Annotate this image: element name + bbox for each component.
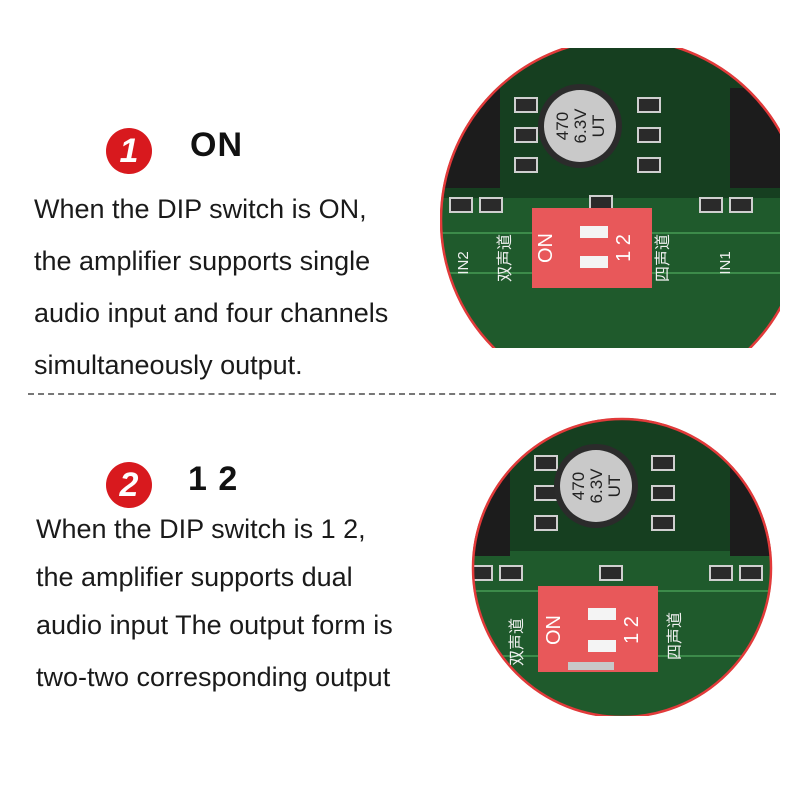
section-heading: ON [190,126,243,164]
description-line: audio input and four channels [34,298,389,328]
capacitor-label: UT [589,115,608,138]
capacitor-label: 470 [553,112,572,140]
input-label-left: IN2 [455,251,472,274]
input-label-right: IN1 [717,251,734,274]
pcb-photo-on: 470 6.3V UT ON 1 2 双声道 四声道 IN2 [440,48,780,348]
section-one-two: 2 1 2 When the DIP switch is 1 2, the am… [0,400,800,800]
capacitor-label: UT [605,475,624,498]
channel-label-left: 双声道 [495,234,514,282]
section-divider [28,393,776,395]
switch-number-label: 1 2 [613,234,635,262]
section-on: 1 ON When the DIP switch is ON, the ampl… [34,48,780,380]
channel-label-right: 四声道 [653,234,672,282]
switch-on-label: ON [535,233,557,263]
description-line: the amplifier supports dual [36,562,353,592]
description-line: simultaneously output. [34,350,303,380]
description-line: two-two corresponding output [36,662,391,692]
switch-number-label: 1 2 [621,616,643,644]
section-heading: 1 2 [188,460,239,498]
channel-label-left: 双声道 [507,618,526,666]
step-badge-2: 2 [106,462,152,508]
channel-label-right: 四声道 [665,612,684,660]
description-line: When the DIP switch is ON, [34,194,367,224]
capacitor-label: 6.3V [571,108,590,144]
step-badge-1: 1 [106,128,152,174]
switch-on-label: ON [543,615,565,645]
description-line: When the DIP switch is 1 2, [36,514,366,544]
capacitor-label: 470 [569,472,588,500]
pcb-photo-one-two: 470 6.3V UT ON 1 2 双声道 四声道 IN1 [471,417,773,716]
description-line: the amplifier supports single [34,246,371,276]
description-line: audio input The output form is [36,610,393,640]
capacitor-label: 6.3V [587,468,606,504]
input-label-left: IN1 [471,630,488,653]
